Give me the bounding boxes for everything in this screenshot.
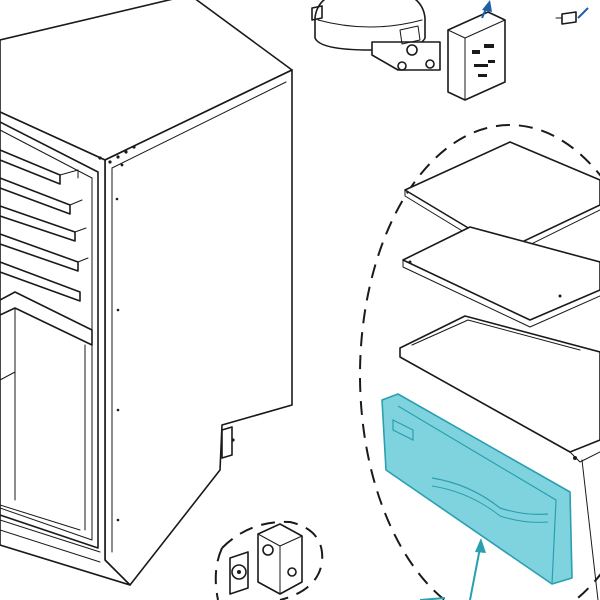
wire-shelves [0, 149, 89, 302]
start-relay-box [447, 11, 506, 101]
refrigerator-cabinet [0, 0, 293, 586]
highlight-pointer-arrow [419, 538, 486, 600]
compressor [311, 0, 441, 71]
thermostat-control-detail [214, 520, 324, 600]
leader-line-right [581, 459, 599, 600]
crisper-compartment [0, 291, 93, 531]
crisper-cover-frame [399, 315, 600, 463]
callout-arrows-top [481, 0, 589, 19]
small-clip-part [555, 11, 577, 25]
relay-label-marks [472, 44, 495, 77]
detail-boundary [359, 124, 600, 600]
middle-glass-shelf [402, 226, 600, 328]
crisper-drawer-front-highlighted[interactable] [381, 393, 573, 585]
cabinet-rivets [98, 145, 235, 522]
